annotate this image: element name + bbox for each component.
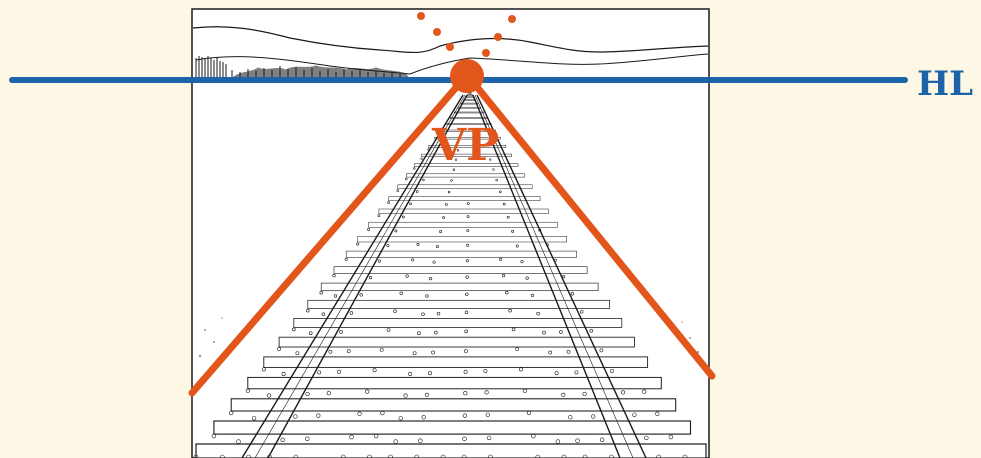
- railway-tie: [469, 93, 472, 94]
- railway-tie: [466, 97, 474, 98]
- vanishing-point: [450, 59, 484, 93]
- railway-tie: [461, 103, 478, 104]
- railway-tie: [464, 100, 476, 101]
- vanishing-point-label: VP: [431, 120, 499, 171]
- railway-tie: [467, 95, 472, 96]
- railway-tie: [264, 357, 648, 368]
- horizon-label: HL: [917, 64, 973, 104]
- railway-tie: [458, 107, 481, 108]
